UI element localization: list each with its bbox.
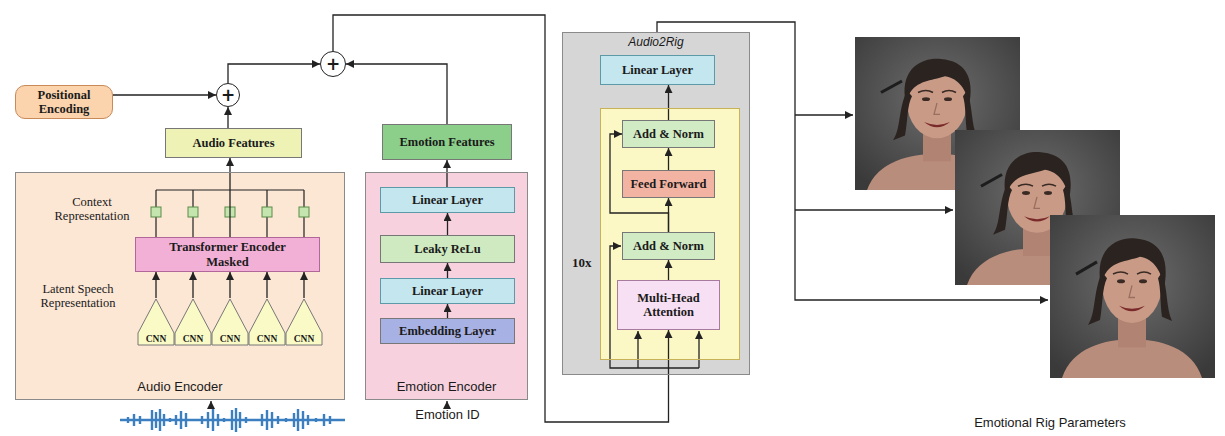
flow-arrow [668,260,669,280]
node-text: CNN [137,334,175,345]
output-wire [657,22,1048,300]
node-text: CNN [285,334,323,345]
layer-box: Add & Norm [622,232,715,260]
flow-arrow [446,160,447,187]
encoder-panel: Emotion EncoderLinear LayerLeaky ReLuLin… [365,172,528,400]
cnn-outline [138,299,174,345]
cnn-block: CNN [248,298,286,346]
flow-arrow [229,158,230,237]
node-text: Linear Layer [412,193,483,207]
node-text: Embedding Layer [399,324,496,338]
layer-box: Add & Norm [622,120,715,148]
layer-box: Linear Layer [380,187,515,213]
cnn-block: CNN [137,298,175,346]
flow-arrow [447,304,448,318]
flow-arrow [668,148,669,170]
cnn-block: CNN [174,298,212,346]
model-panel: Audio2RigLinear Layer10xAdd & NormFeed F… [562,32,750,375]
node-text: CNN [248,334,286,345]
panel-title: Audio Encoder [16,380,344,395]
sum-node: + [320,51,346,77]
side-label: Context Representation [42,195,142,224]
feature-box: Audio Features [165,128,302,158]
cnn-block: CNN [211,298,249,346]
flow-arrow [447,213,448,235]
block-fill [600,108,740,360]
node-text: Linear Layer [412,284,483,298]
flow-arrow [228,64,320,83]
layer-box: Linear Layer [380,278,515,304]
flow-arrow [346,64,447,124]
node-text: Add & Norm [633,127,704,141]
flow-arrow [447,263,448,278]
panel-title: Audio2Rig [563,36,749,50]
flow-arrow [668,85,669,120]
panel-title: Emotion Encoder [366,380,527,395]
flow-arrow [192,272,193,298]
layer-box: Multi-Head Attention [617,280,720,330]
node-text: + [221,87,235,104]
transformer-box: Transformer Encoder Masked [135,237,320,272]
node-text: Leaky ReLu [414,242,480,256]
node-text: Add & Norm [633,239,704,253]
repeat-block: 10xAdd & NormFeed ForwardAdd & NormMulti… [600,108,740,360]
input-arrow [210,401,211,406]
node-text: + [326,56,340,73]
layer-box: Embedding Layer [380,318,515,344]
node-text: CNN [211,334,249,345]
panel-fill [562,32,750,375]
flow-arrow [155,272,156,298]
side-label: Latent Speech Representation [18,282,138,311]
output-label: Emotional Rig Parameters [930,416,1170,431]
positional-encoding: Positional Encoding [15,85,113,120]
cnn-block: CNN [285,298,323,346]
node-text: CNN [174,334,212,345]
flow-arrow [303,272,304,298]
layer-box: Linear Layer [600,55,715,85]
sum-node: + [216,83,240,107]
layer-box: Leaky ReLu [380,235,515,263]
audio-waveform [120,408,345,432]
cnn-outline [175,299,211,345]
cnn-outline [249,299,285,345]
flow-arrow [229,272,230,298]
node-text: Transformer Encoder Masked [158,240,298,269]
node-text: Linear Layer [622,63,693,77]
layer-box: Feed Forward [622,170,715,198]
cnn-outline [286,299,322,345]
flow-arrow [227,107,228,128]
feature-box: Emotion Features [382,124,512,160]
panel-fill [365,172,528,400]
node-text: Feed Forward [630,177,706,191]
node-text: Multi-Head Attention [618,291,719,320]
panel-fill [15,172,345,400]
panel-title: 10x [572,256,592,271]
face-render [1050,215,1215,378]
flow-arrow [113,94,216,95]
flow-arrow [266,272,267,298]
input-arrow [446,401,447,407]
node-text: Audio Features [192,136,274,150]
input-label: Emotion ID [405,408,490,423]
cnn-outline [212,299,248,345]
node-text: Positional Encoding [16,88,112,117]
node-text: Emotion Features [399,135,494,149]
